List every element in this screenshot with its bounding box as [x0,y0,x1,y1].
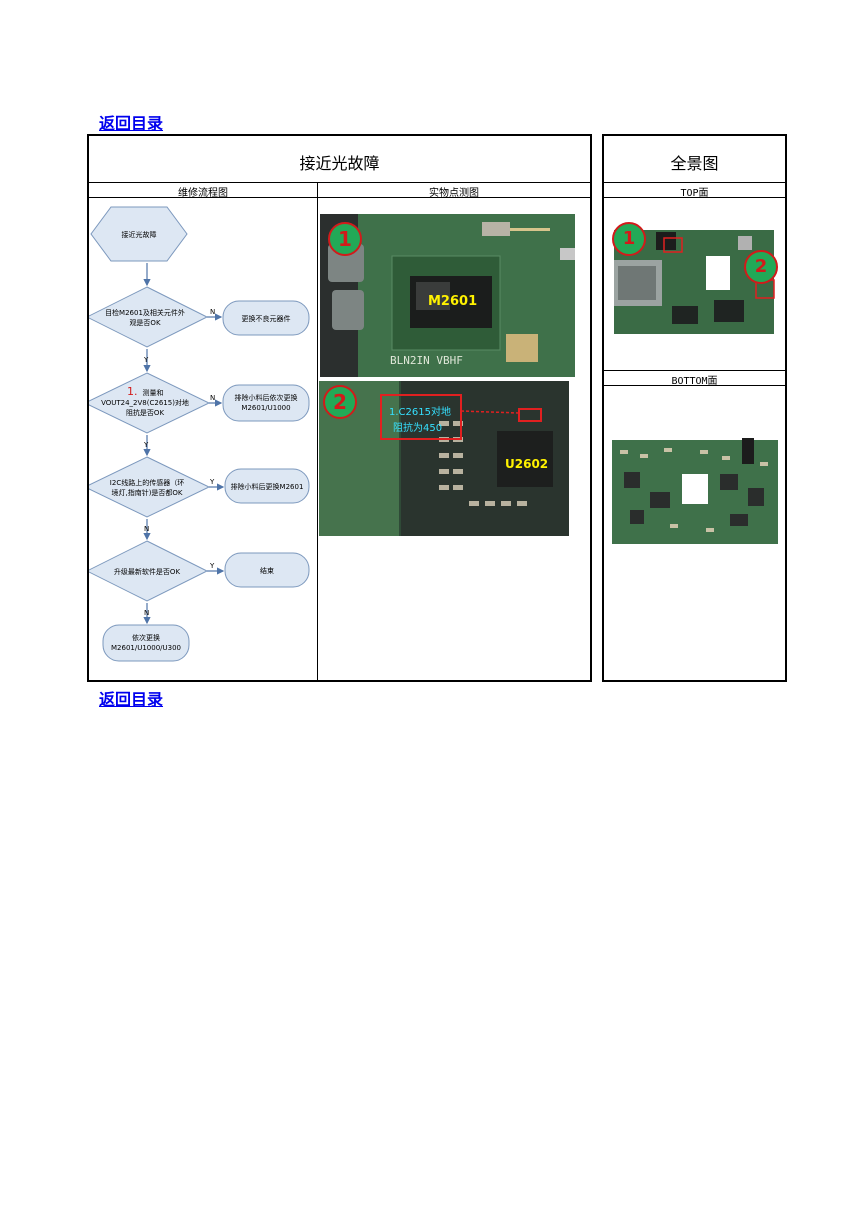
photo-column-header: 实物点测图 [429,188,479,199]
photo1-marker: 1 [328,222,362,256]
svg-text:N: N [144,525,149,533]
top-board-marker-1: 1 [612,222,646,256]
svg-text:Y: Y [209,478,215,486]
svg-text:结束: 结束 [260,566,274,575]
svg-text:Y: Y [143,356,149,364]
flow-column-header: 维修流程图 [178,188,228,199]
svg-text:测量和: 测量和 [143,388,164,397]
test-point-photo-2: 2 1.C2615对地 阻抗为450 U2602 [319,381,569,536]
photo2-marker: 2 [323,385,357,419]
svg-text:升级最新软件是否OK: 升级最新软件是否OK [114,567,181,576]
flow-start-text: 接近光故障 [122,230,157,239]
panorama-table: 全景图 TOP面 BOTTOM面 1 2 [602,134,787,682]
flow-decision-3 [89,456,211,518]
bottom-side-label: BOTTOM面 [671,376,718,387]
svg-text:更换不良元器件: 更换不良元器件 [242,314,291,323]
flow-decision-1 [89,286,209,348]
flow-decision-1-line1: 目检M2601及相关元件外 [105,308,185,317]
photo2-chip-label: U2602 [505,457,549,471]
svg-text:I2C线路上的传感器（环: I2C线路上的传感器（环 [110,478,184,487]
flow-start-node [90,206,188,262]
flow-decision-1-line2: 观是否OK [129,319,161,327]
flow-decision-2 [89,372,211,434]
flow-action-replace-m2601 [224,468,310,504]
svg-text:VOUT24_2V8(C2615)对地: VOUT24_2V8(C2615)对地 [101,398,189,407]
photo2-note-line1: 1.C2615对地 [389,407,451,418]
svg-text:依次更换: 依次更换 [132,633,160,642]
back-to-contents-link-bottom[interactable]: 返回目录 [99,690,164,709]
svg-text:N: N [210,394,215,402]
photo2-note-line2: 阻抗为450 [393,423,443,434]
svg-text:境灯,指南针)是否都OK: 境灯,指南针)是否都OK [111,488,182,497]
top-board-marker-2: 2 [744,250,778,284]
flow-end-node [224,552,310,588]
top-board-photo: 1 2 [610,222,778,338]
svg-text:阻抗是否OK: 阻抗是否OK [126,408,165,417]
svg-text:M2601/U1000: M2601/U1000 [241,404,290,412]
back-to-contents-link-top[interactable]: 返回目录 [99,114,164,133]
flow-action-replace-bad [222,300,310,336]
svg-text:Y: Y [209,562,215,570]
repair-flowchart: 接近光故障 目检M2601及相关元件外 观是否OK N 更换不良元器件 Y 1.… [89,206,310,662]
svg-text:N: N [144,609,149,617]
flow-decision-2-number: 1. [127,385,138,398]
top-side-label: TOP面 [680,188,709,199]
main-table-title: 接近光故障 [299,154,380,173]
panorama-title: 全景图 [670,154,719,173]
svg-text:排除小料后更换M2601: 排除小料后更换M2601 [231,482,304,491]
svg-text:M2601/U1000/U300: M2601/U1000/U300 [111,644,181,652]
test-point-photo-1: 1 M2601 BLN2IN VBHF [320,214,575,377]
flow-final-node [102,624,190,662]
photo1-chip-label: M2601 [428,294,478,309]
svg-text:N: N [210,308,215,316]
svg-text:Y: Y [143,441,149,449]
flow-decision-4 [89,540,209,602]
svg-text:排除小料后依次更换: 排除小料后依次更换 [235,393,298,402]
main-table: 接近光故障 维修流程图 实物点测图 接近光故障 目检M2601及相关元件外 观是… [87,134,592,682]
flow-action-replace-m2601-u1000 [222,384,310,422]
photo1-silkscreen: BLN2IN VBHF [390,354,463,367]
bottom-board-photo [610,432,780,548]
